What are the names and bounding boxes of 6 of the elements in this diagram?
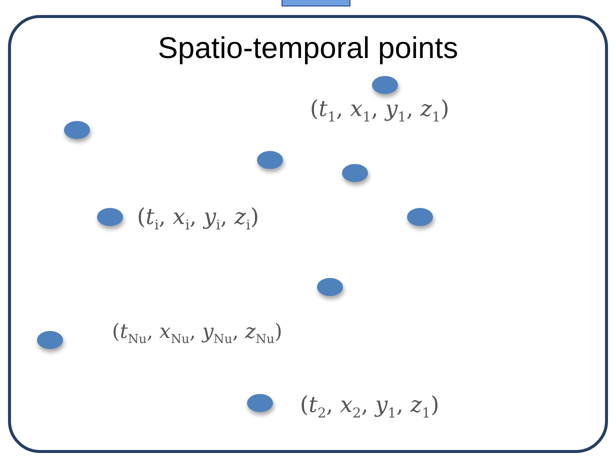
coordinate-label: (t$_{1}$, x$_{1}$, y$_{1}$, z$_{1}$) [310,96,450,128]
coordinate-label: (t$_{2}$, x$_{2}$, y$_{1}$, z$_{1}$) [300,392,440,424]
rounded-panel [8,15,608,453]
coordinate-label: (t$_{Nu}$, x$_{Nu}$, y$_{Nu}$, z$_{Nu}$) [112,318,282,348]
coordinate-label: (t$_{i}$, x$_{i}$, y$_{i}$, z$_{i}$) [137,204,259,236]
panel-title: Spatio-temporal points [156,32,460,66]
